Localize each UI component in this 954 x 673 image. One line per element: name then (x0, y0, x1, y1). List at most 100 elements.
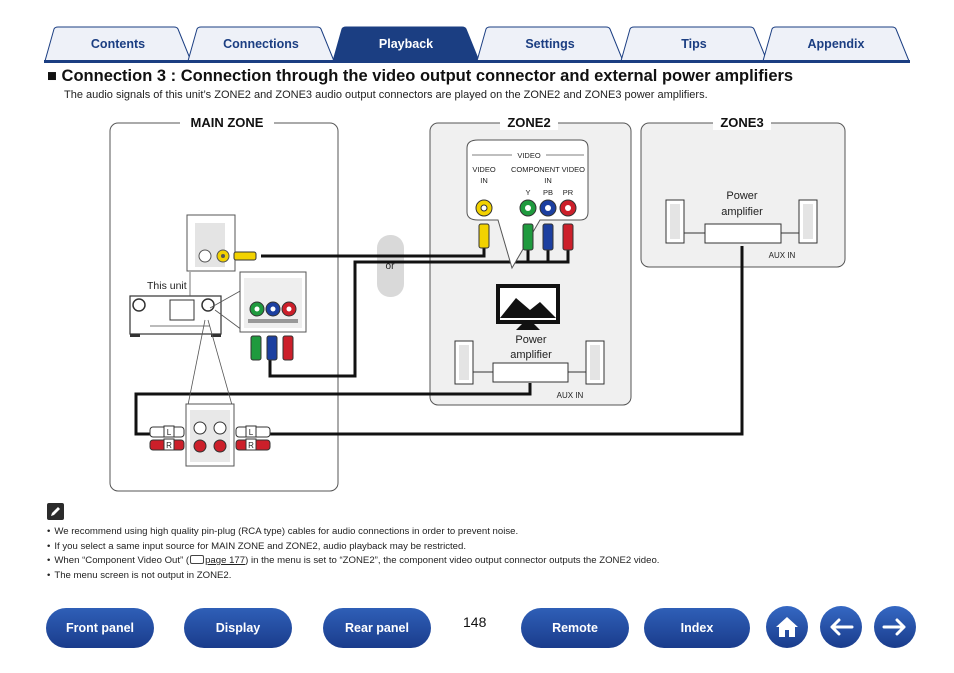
tv-stand (516, 324, 540, 330)
tab-label-playback: Playback (378, 36, 434, 51)
index-button[interactable]: Index (644, 608, 750, 648)
video-in-label-2: IN (480, 176, 488, 185)
top-tab-bar: Contents Connections Playback Settings T… (44, 26, 910, 62)
tv-component-plug-y (522, 223, 534, 251)
component-plug-y (250, 335, 262, 361)
note-item: When “Component Video Out” ( page 177) in… (47, 554, 907, 569)
zone3-aux-in-label: AUX IN (769, 251, 796, 260)
note-text: ) in the menu is set to “ZONE2”, the com… (245, 555, 660, 566)
component-video-cable-pr (548, 250, 570, 264)
tab-shape (187, 26, 335, 62)
component-plug-pr (282, 335, 294, 361)
arrow-right-icon (882, 618, 906, 636)
cables (134, 246, 744, 436)
home-icon (776, 617, 798, 637)
page-title: ■ Connection 3 : Connection through the … (47, 67, 794, 85)
zone2-aux-in-label: AUX IN (557, 391, 584, 400)
component-video-label-2: IN (544, 176, 552, 185)
video-in-label: VIDEO (472, 165, 496, 174)
zone2-r-tag: R (166, 441, 172, 450)
zone-title-bg (500, 114, 558, 130)
note-item: If you select a same input source for MA… (47, 540, 907, 555)
zone3-amp-label-2: amplifier (721, 206, 763, 218)
zone-title-bg (713, 114, 771, 130)
zone3-r-jack (213, 439, 227, 453)
zone3-audio-cable (263, 246, 744, 436)
receiver-display (169, 299, 195, 321)
jack-center (221, 254, 225, 258)
panel-label-strip (248, 319, 298, 323)
front-panel-button[interactable]: Front panel (46, 608, 154, 648)
tv-screen-picture (500, 298, 556, 318)
detail-leader-lines (187, 272, 243, 406)
page-number: 148 (463, 614, 487, 630)
video-header-label: VIDEO (517, 151, 541, 160)
plug-tag (163, 438, 175, 451)
tab-label-connections: Connections (223, 36, 299, 51)
tab-contents[interactable]: Contents (44, 26, 192, 62)
zone2-r-jack (193, 439, 207, 453)
zone3-l-tag: L (249, 428, 254, 437)
jack-center (286, 306, 292, 312)
tv-component-plug-pr (562, 223, 574, 251)
tab-playback[interactable]: Playback (332, 26, 480, 62)
zone3-power-amplifier (704, 223, 782, 244)
jack-center (545, 205, 551, 211)
component-video-label: COMPONENT VIDEO (511, 165, 585, 174)
panel-jack (198, 249, 212, 263)
tv-composite-plug (478, 223, 490, 249)
jack-center (525, 205, 531, 211)
speaker-face (670, 204, 680, 239)
speaker-face (459, 345, 469, 380)
tab-tips[interactable]: Tips (620, 26, 768, 62)
jack-center (270, 306, 276, 312)
or-pill (377, 235, 404, 297)
pb-label: PB (543, 188, 553, 197)
tab-appendix[interactable]: Appendix (762, 26, 910, 62)
zone3-amp-label-1: Power (726, 190, 758, 202)
forward-button[interactable] (874, 606, 916, 648)
zone3-r-tag: R (248, 441, 254, 450)
tab-shape (620, 26, 768, 62)
tab-shape (762, 26, 910, 62)
remote-button[interactable]: Remote (521, 608, 629, 648)
plug-tag (245, 425, 257, 438)
tab-label-settings: Settings (525, 36, 575, 51)
receiver-foot (211, 334, 221, 337)
receiver-knob-right (201, 298, 215, 312)
zone2-amp-label-1: Power (515, 334, 547, 346)
tv-component-plug-pb (542, 223, 554, 251)
receiver-foot (130, 334, 140, 337)
home-button[interactable] (766, 606, 808, 648)
page-177-link[interactable]: page 177 (205, 555, 246, 566)
tab-connections[interactable]: Connections (187, 26, 335, 62)
speaker-face (590, 345, 600, 380)
tab-settings[interactable]: Settings (476, 26, 624, 62)
zone2-audio-cable (134, 383, 532, 436)
main-zone-title: MAIN ZONE (191, 115, 264, 130)
plug-tag (245, 438, 257, 451)
tab-label-contents: Contents (90, 36, 146, 51)
display-button[interactable]: Display (184, 608, 292, 648)
zone3-l-jack (213, 421, 227, 435)
note-text: When “Component Video Out” ( (54, 555, 190, 566)
note-item: The menu screen is not output in ZONE2. (47, 569, 907, 584)
pr-label: PR (563, 188, 574, 197)
plug-tag (163, 425, 175, 438)
zone2-l-jack (193, 421, 207, 435)
receiver-knob-left (132, 298, 146, 312)
jack-center (565, 205, 571, 211)
y-label: Y (525, 188, 530, 197)
zone2-amp-label-2: amplifier (510, 349, 552, 361)
this-unit-label: This unit (147, 280, 187, 292)
jack-center (254, 306, 260, 312)
page-ref-icon (190, 555, 205, 564)
back-button[interactable] (820, 606, 862, 648)
rear-panel-button[interactable]: Rear panel (323, 608, 431, 648)
jack-center (480, 204, 488, 212)
zone2-title: ZONE2 (507, 115, 550, 130)
notes-list: We recommend using high quality pin-plug… (47, 525, 907, 583)
speaker-face (803, 204, 813, 239)
tab-underline (44, 60, 910, 63)
pencil-icon (47, 503, 64, 520)
